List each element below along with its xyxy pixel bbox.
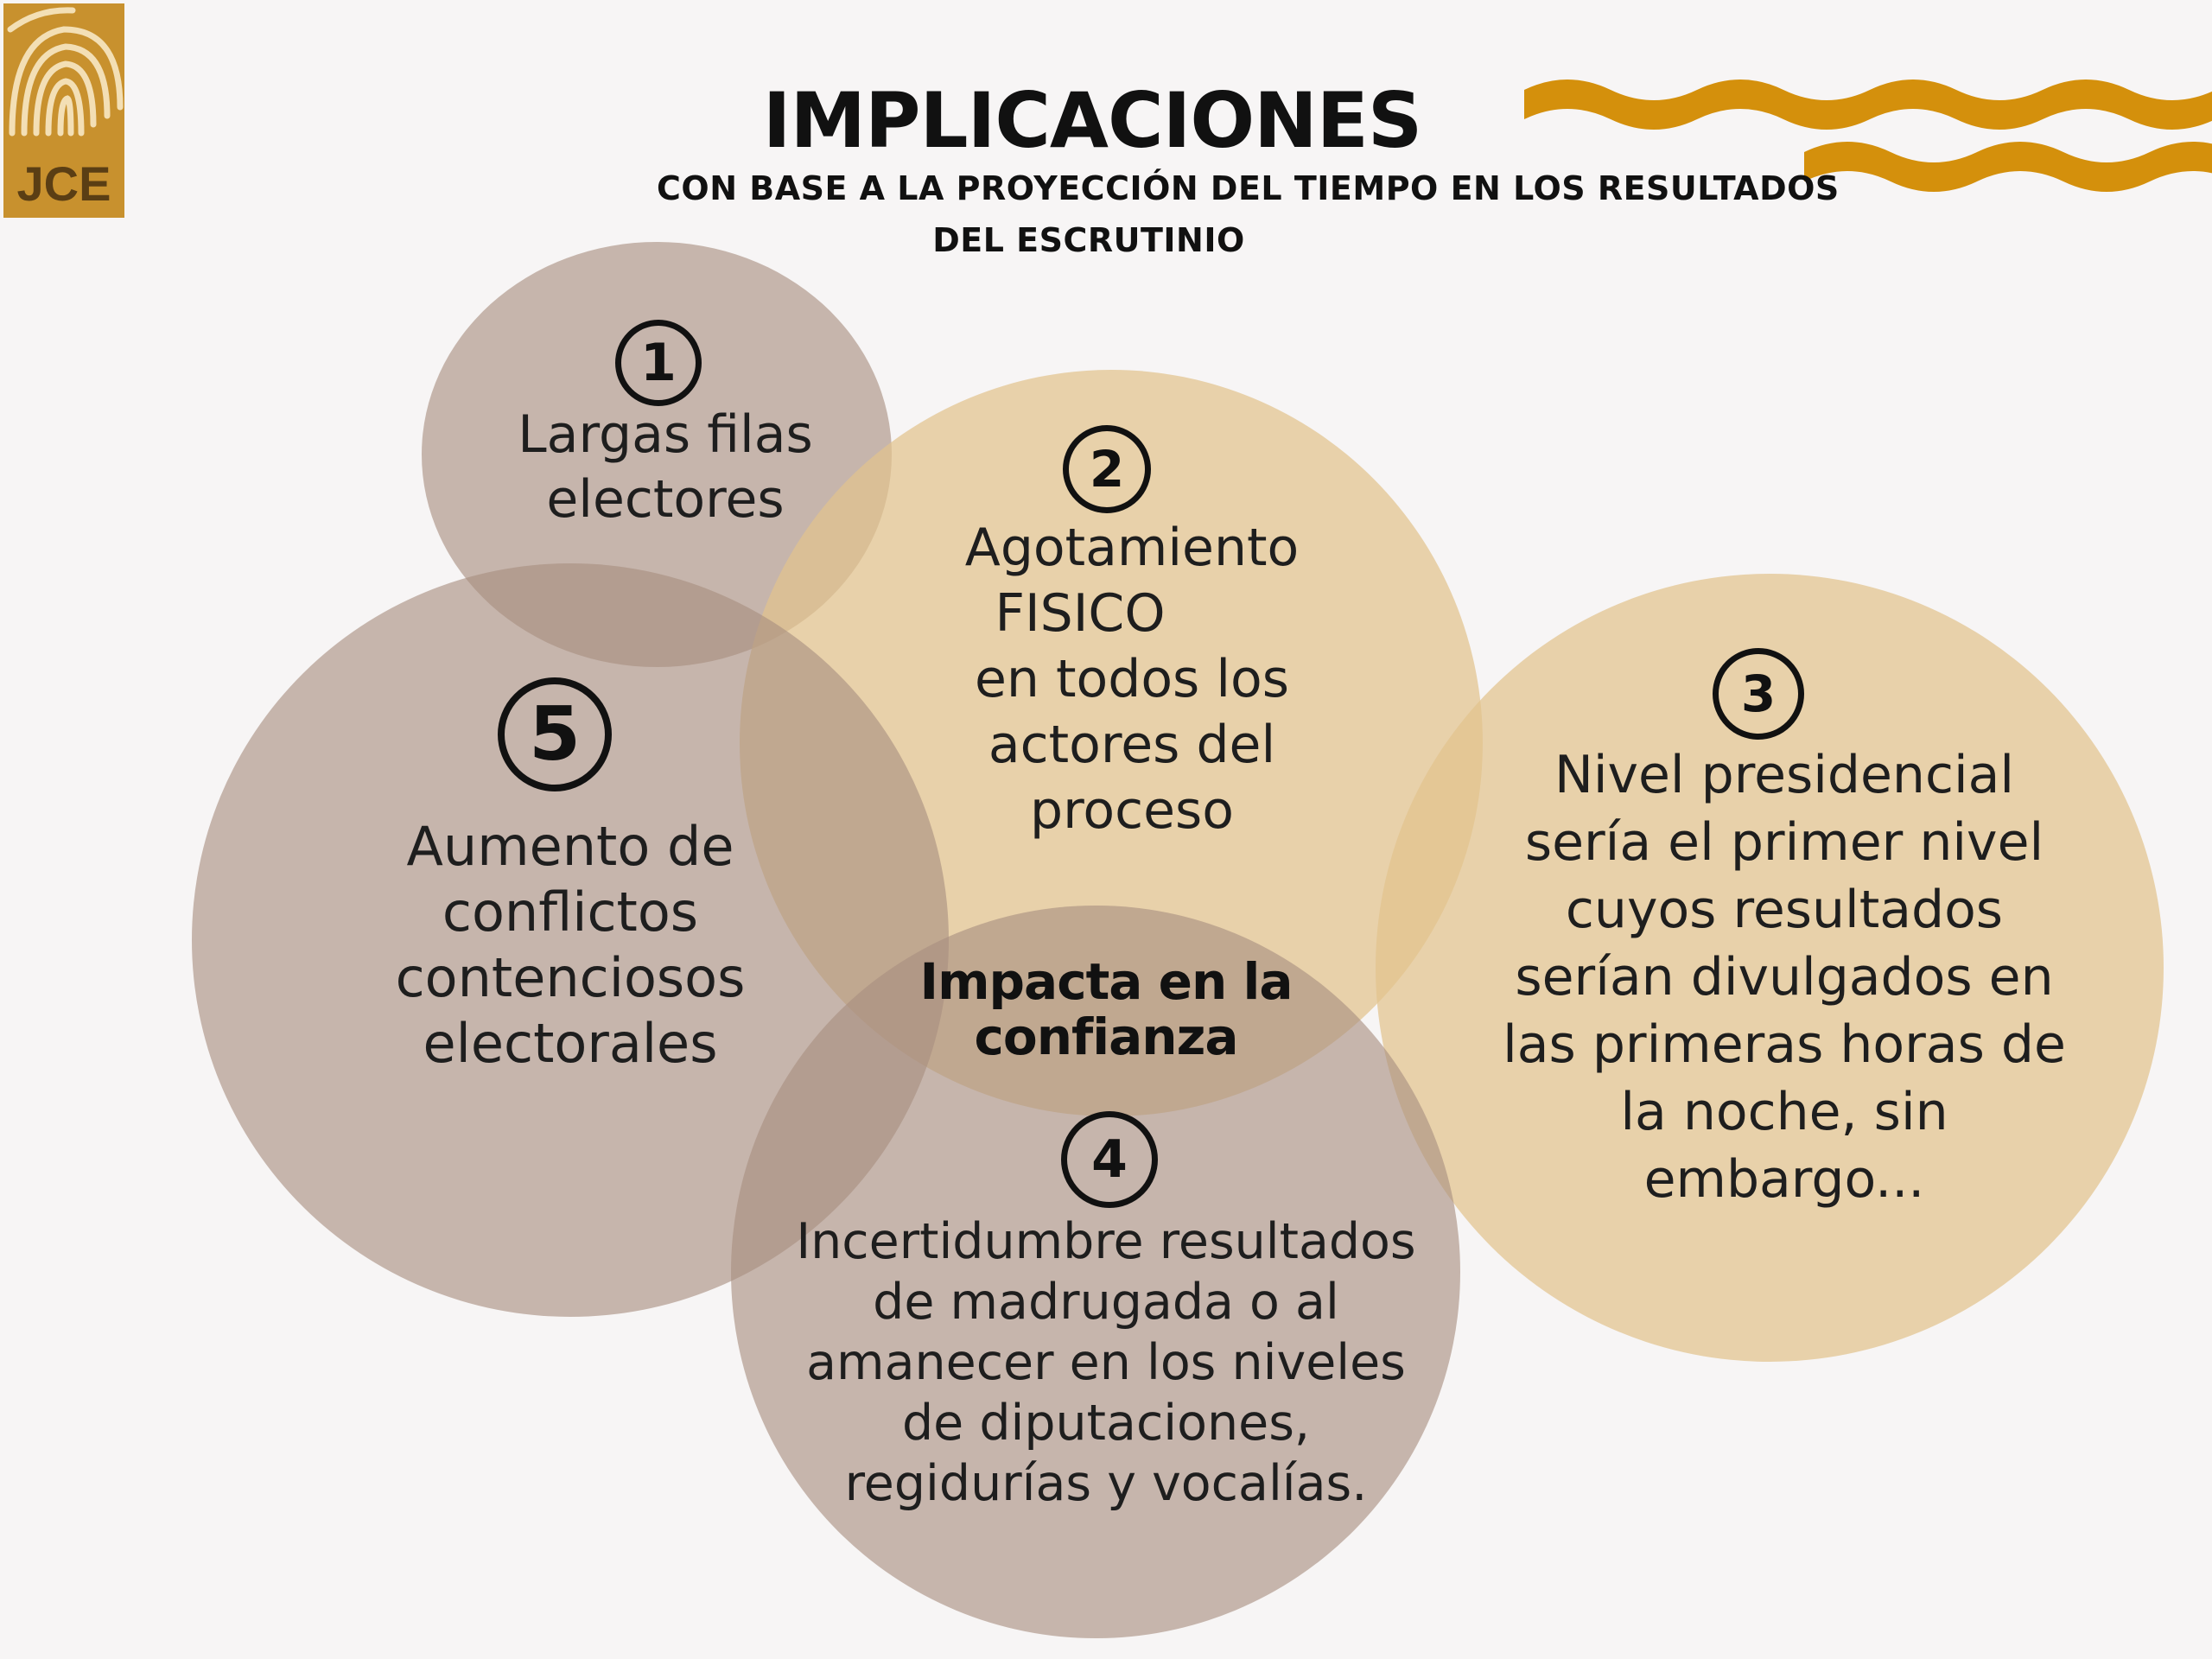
item-line: de diputaciones, [901, 1395, 1311, 1452]
page-title: IMPLICACIONES [762, 76, 1423, 165]
item-line: Agotamiento [964, 518, 1300, 578]
number-badge-5: 5 [498, 677, 612, 791]
item-line: Nivel presidencial [1554, 745, 2015, 805]
item-line: serían divulgados en [1515, 947, 2054, 1007]
logo-text: JCE [17, 156, 111, 211]
item-line: la noche, sin [1620, 1082, 1948, 1142]
item-3-text: Nivel presidencial sería el primer nivel… [1460, 741, 2108, 1213]
item-line: FISICO [995, 583, 1166, 644]
item-2-text: Agotamiento FISICO en todos los actores … [890, 515, 1374, 843]
number-badge-3: 3 [1713, 648, 1804, 740]
item-line: Incertidumbre resultados [796, 1213, 1416, 1270]
number-3: 3 [1740, 664, 1777, 723]
item-line: Largas filas [518, 404, 813, 465]
item-4-text: Incertidumbre resultados de madrugada o … [760, 1211, 1452, 1514]
item-line: electorales [423, 1012, 718, 1075]
item-line: contenciosos [395, 946, 746, 1009]
subtitle-line: DEL ESCRUTINIO [932, 221, 1245, 259]
center-label-line: Impacta en la [919, 952, 1294, 1011]
jce-logo: JCE [3, 3, 124, 218]
number-1: 1 [640, 333, 677, 393]
item-line: proceso [1029, 780, 1234, 841]
circle-4-incertidumbre [731, 906, 1460, 1638]
circle-5-conflictos [192, 563, 949, 1317]
center-label-line: confianza [974, 1007, 1239, 1066]
item-5-text: Aumento de conflictos contenciosos elect… [346, 814, 795, 1077]
number-2: 2 [1089, 440, 1125, 499]
number-5: 5 [529, 691, 581, 778]
item-line: electores [546, 469, 785, 530]
item-1-text: Largas filas electores [449, 403, 881, 532]
circle-3-nivel-presidencial [1376, 574, 2164, 1362]
item-line: de madrugada o al [873, 1274, 1339, 1331]
item-line: conflictos [442, 880, 699, 944]
item-line: Aumento de [406, 815, 734, 878]
circle-1-largas-filas [422, 242, 892, 667]
item-line: las primeras horas de [1503, 1014, 2066, 1075]
item-line: cuyos resultados [1565, 880, 2004, 940]
item-line: embargo... [1643, 1149, 1925, 1210]
decorative-waves [1524, 79, 2212, 192]
number-4: 4 [1091, 1129, 1128, 1190]
center-label: Impacta en la confianza [864, 954, 1348, 1065]
item-line: actores del [988, 715, 1276, 775]
item-line: amanecer en los niveles [806, 1334, 1406, 1391]
number-badge-4: 4 [1061, 1111, 1158, 1208]
item-line: en todos los [974, 649, 1289, 709]
item-line: sería el primer nivel [1524, 812, 2044, 873]
item-line: regidurías y vocalías. [844, 1455, 1368, 1512]
number-badge-2: 2 [1063, 425, 1151, 513]
number-badge-1: 1 [615, 320, 702, 406]
